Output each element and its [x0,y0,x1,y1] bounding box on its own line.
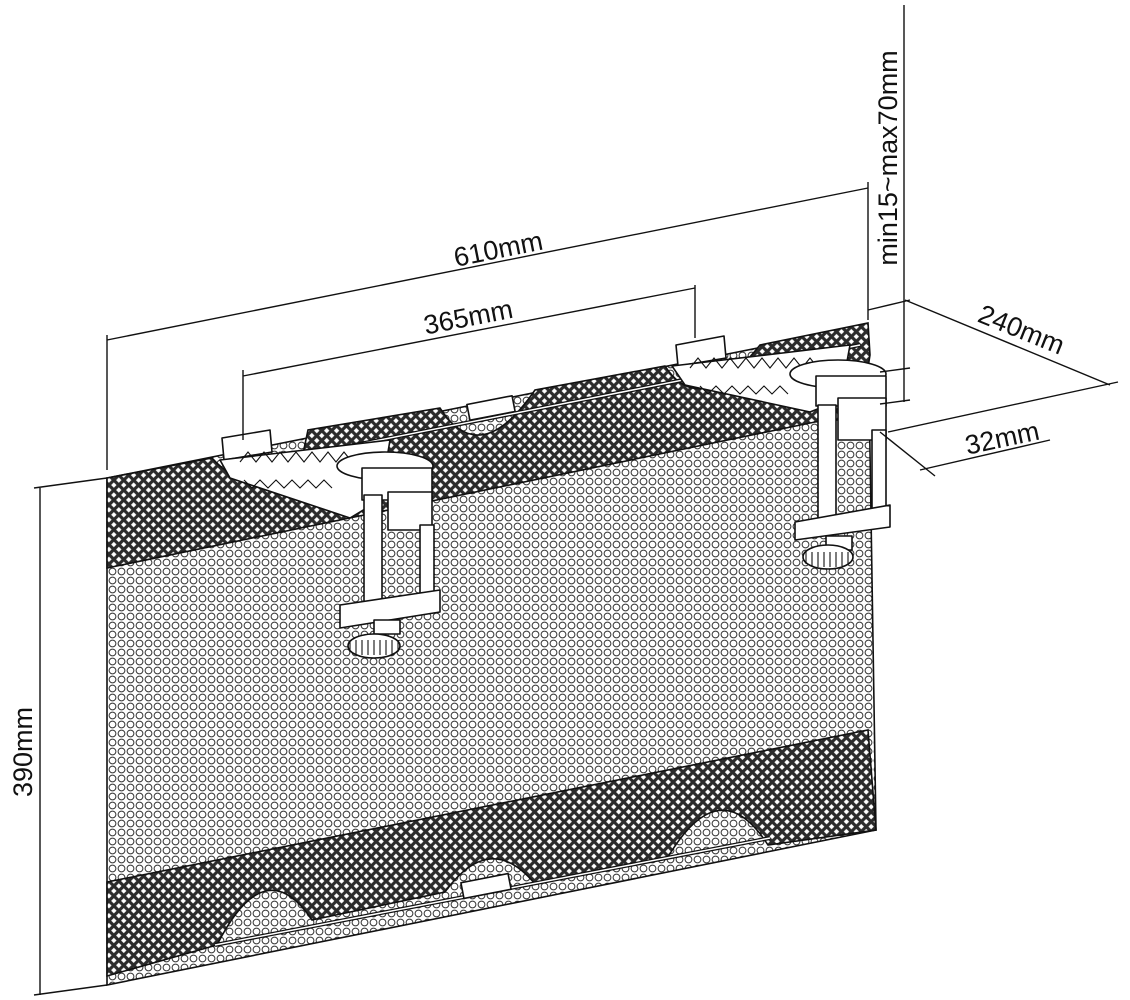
dim-label-390mm: 390mm [8,707,38,797]
dim-label-clamp-range: min15~max70mm [873,50,903,265]
dimension-240mm: 240mm [867,299,1119,433]
dim-label-365mm: 365mm [421,294,515,341]
dim-label-240mm: 240mm [974,299,1069,361]
bottom-rod-sleeve [460,872,512,900]
dimension-clamp-range: min15~max70mm [873,5,911,405]
dim-label-32mm: 32mm [962,416,1042,461]
left-clamp-bracket [219,429,441,659]
dimension-390mm: 390mm [8,477,108,996]
top-rod-sleeve [466,394,516,422]
right-clamp-bracket [671,335,891,570]
dimension-32mm: 32mm [879,416,1051,477]
bottom-mesh-band [106,729,877,978]
dim-label-610mm: 610mm [451,226,545,273]
